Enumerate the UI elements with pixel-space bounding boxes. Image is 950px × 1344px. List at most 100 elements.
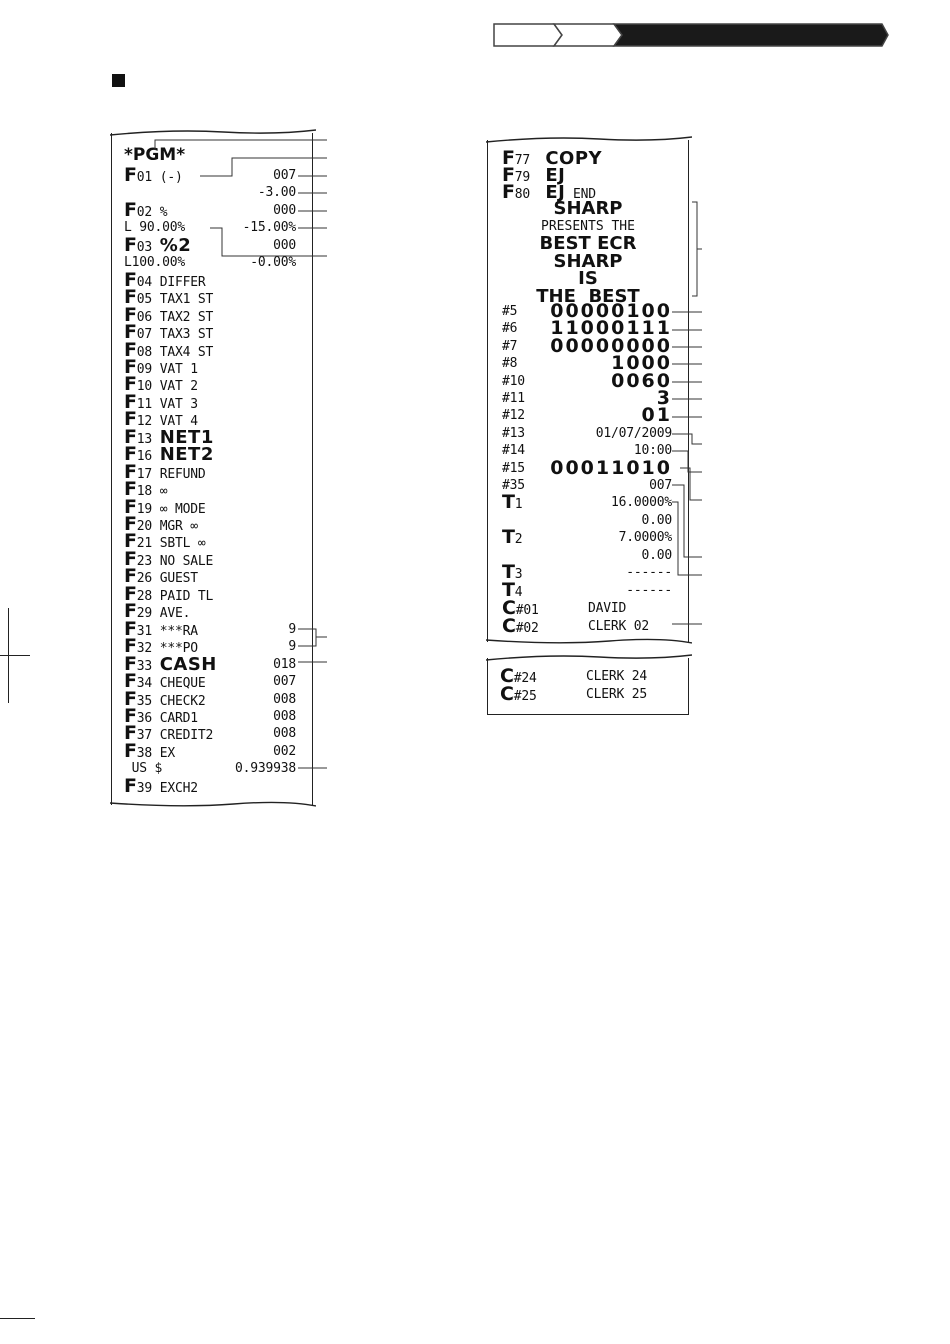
function-label: PAID TL bbox=[159, 588, 214, 604]
parameter-label: #7 bbox=[502, 338, 518, 354]
receipt-row: F18 ∞ bbox=[124, 478, 296, 501]
function-label: DIFFER bbox=[159, 274, 206, 290]
function-label: EX bbox=[159, 745, 175, 761]
parameter-value: 00011010 bbox=[550, 456, 672, 479]
clerk-prefix: C bbox=[502, 614, 516, 637]
function-code: 39 bbox=[136, 780, 153, 796]
receipt-row: F28 PAID TL bbox=[124, 584, 296, 604]
receipt-row: F20 MGR ∞ bbox=[124, 513, 296, 535]
function-label: (-) bbox=[159, 170, 183, 185]
receipt-row: -3.00 bbox=[124, 184, 296, 201]
clerk-prefix: C bbox=[502, 597, 516, 619]
function-code: 36 bbox=[136, 710, 153, 726]
function-code: 33 bbox=[136, 658, 153, 674]
function-label: TAX2 ST bbox=[159, 309, 214, 325]
function-code: 11 bbox=[136, 396, 153, 412]
parameter-label: #6 bbox=[502, 321, 518, 337]
clerk-name: CLERK 25 bbox=[586, 686, 648, 702]
clerk-name: CLERK 24 bbox=[586, 669, 648, 684]
parameter-label: #12 bbox=[502, 408, 525, 424]
function-label: ∞ MODE bbox=[159, 501, 206, 517]
function-label: MGR ∞ bbox=[159, 519, 198, 534]
receipt-row: F80 EJ END bbox=[502, 182, 674, 203]
tax-prefix: T bbox=[502, 578, 515, 601]
tax-prefix: T bbox=[502, 526, 515, 548]
function-prefix: F bbox=[124, 687, 137, 710]
function-label: % bbox=[159, 204, 168, 220]
parameter-label: #8 bbox=[502, 356, 518, 372]
function-prefix: F bbox=[124, 286, 137, 309]
receipt-row: F39 EXCH2 bbox=[124, 776, 296, 796]
function-label: NET1 bbox=[159, 426, 214, 448]
function-label: AVE. bbox=[159, 606, 191, 622]
function-code: 80 bbox=[514, 187, 531, 202]
function-label: NO SALE bbox=[159, 553, 214, 569]
function-value: 008 bbox=[273, 708, 296, 724]
function-value: 002 bbox=[273, 743, 296, 759]
function-value: 0.939938 bbox=[234, 761, 296, 777]
function-label: CARD1 bbox=[159, 710, 198, 726]
function-code: 05 bbox=[136, 292, 153, 308]
receipt-row: US $0.939938 bbox=[124, 760, 297, 777]
function-code: 37 bbox=[136, 728, 153, 744]
function-prefix: F bbox=[124, 513, 137, 535]
parameter-label: #14 bbox=[502, 443, 525, 459]
function-prefix: F bbox=[124, 460, 137, 483]
function-label: CREDIT2 bbox=[159, 728, 214, 744]
section-bullet-icon bbox=[112, 74, 125, 87]
function-code: 04 bbox=[136, 274, 153, 290]
function-prefix: F bbox=[124, 425, 137, 448]
receipt-row: F09 VAT 1 bbox=[124, 355, 296, 378]
function-code: 35 bbox=[136, 693, 153, 709]
paper-edge bbox=[110, 129, 316, 136]
tax-rate-value: 16.0000% bbox=[610, 495, 672, 510]
tax-rate-value: 0.00 bbox=[641, 512, 672, 528]
function-code: 77 bbox=[514, 153, 531, 168]
function-code: 07 bbox=[136, 327, 153, 343]
function-value: 007 bbox=[273, 674, 296, 690]
function-code: 08 bbox=[136, 344, 153, 360]
receipt-row: L100.00%-0.00% bbox=[124, 254, 296, 271]
receipt-row: F79 EJ bbox=[502, 166, 674, 186]
function-prefix: F bbox=[124, 478, 137, 501]
function-label: ***RA bbox=[159, 623, 198, 639]
function-value: 007 bbox=[273, 168, 296, 183]
parameter-label: #5 bbox=[502, 304, 518, 319]
function-code: 32 bbox=[136, 641, 153, 657]
function-code: 09 bbox=[136, 361, 153, 377]
logo-message-line: THE BEST bbox=[536, 286, 640, 307]
function-code: 38 bbox=[136, 745, 153, 761]
receipt-row: F04 DIFFER bbox=[124, 270, 296, 290]
function-value: 008 bbox=[273, 691, 296, 707]
paper-edge bbox=[110, 801, 316, 807]
function-prefix: F bbox=[124, 355, 137, 378]
tax-rate-value: 0.00 bbox=[641, 547, 672, 563]
parameter-value: 01/07/2009 bbox=[595, 425, 672, 441]
receipt-row: F02 %000 bbox=[124, 200, 296, 220]
function-prefix: F bbox=[502, 147, 515, 169]
function-prefix: F bbox=[124, 547, 137, 570]
function-code: 23 bbox=[136, 553, 153, 569]
receipt-row: F77 COPY bbox=[502, 147, 674, 169]
function-label: EJ bbox=[545, 182, 566, 203]
